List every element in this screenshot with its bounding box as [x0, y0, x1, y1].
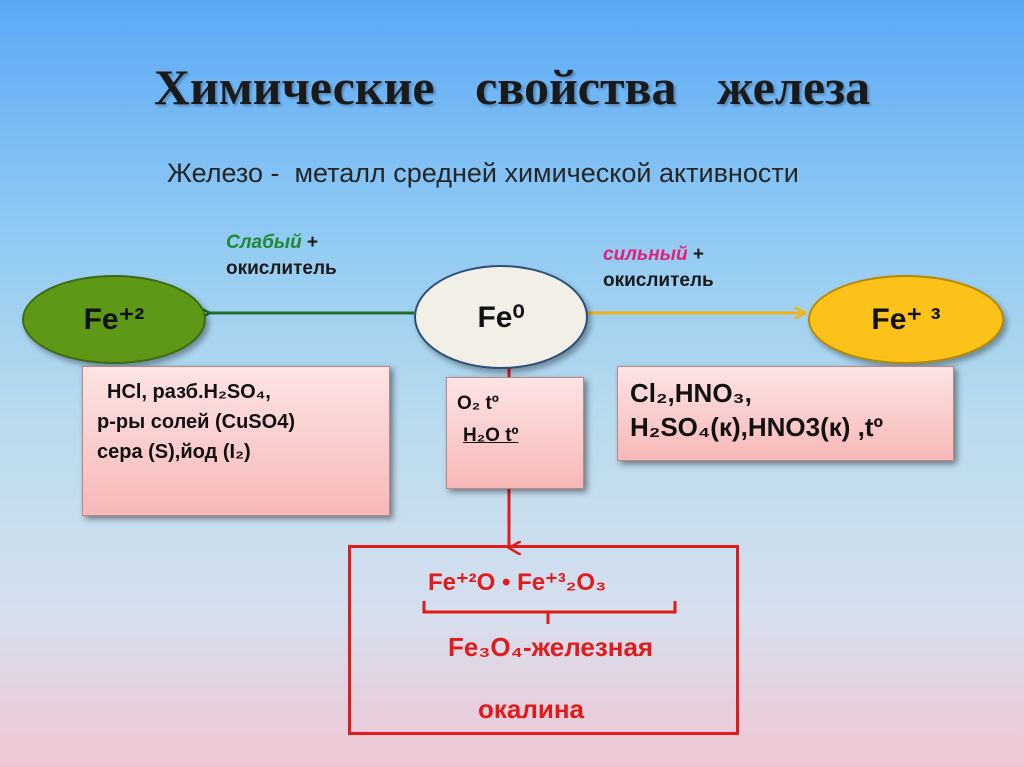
- reagent-line: Cl₂,HNO₃,: [630, 378, 752, 408]
- reagent-line: H₂O tº: [463, 425, 519, 446]
- result-box: [348, 545, 739, 735]
- reagent-line: сера (S),йод (I₂): [97, 441, 251, 463]
- reagent-line: р-ры солей (CuSO4): [97, 411, 295, 433]
- page-title: Химические свойства железа: [153, 59, 871, 115]
- weak-plus: +: [301, 232, 319, 253]
- weak-oxidizer-reagents-box: HCl, разб.H₂SO₄, р-ры солей (CuSO4) сера…: [82, 366, 390, 516]
- result-line-2: окалина: [478, 694, 585, 724]
- fe-plus3-node: Fe⁺ ³: [808, 275, 1004, 364]
- strong-plus: +: [687, 244, 704, 265]
- oxygen-water-box: O₂ tº H₂O tº: [446, 377, 584, 489]
- result-line-1: Fe₃O₄-железная: [448, 632, 654, 662]
- reagent-line: H₂SO₄(к),HNO3(к) ,tº: [630, 412, 884, 442]
- formula-brace: [422, 601, 677, 624]
- weak-oxidizer-word: окислитель: [226, 258, 337, 279]
- strong-oxidizer-word: окислитель: [603, 270, 714, 291]
- weak-oxidizer-label: Слабый + окислитель: [226, 230, 337, 282]
- fe-zero-node: Fe⁰: [414, 265, 588, 369]
- strong-keyword: сильный: [603, 244, 688, 265]
- subtitle: Железо - металл средней химической актив…: [167, 158, 799, 188]
- oxide-formula: Fe⁺²O • Fe⁺³₂O₃: [428, 569, 607, 596]
- reagent-line: O₂ tº: [457, 393, 499, 414]
- strong-oxidizer-reagents-box: Cl₂,HNO₃, H₂SO₄(к),HNO3(к) ,tº: [617, 366, 954, 461]
- fe-plus2-node: Fe⁺²: [22, 275, 206, 364]
- weak-keyword: Слабый: [226, 232, 302, 253]
- reagent-line: HCl, разб.H₂SO₄,: [107, 381, 271, 403]
- strong-oxidizer-label: сильный + окислитель: [603, 242, 714, 294]
